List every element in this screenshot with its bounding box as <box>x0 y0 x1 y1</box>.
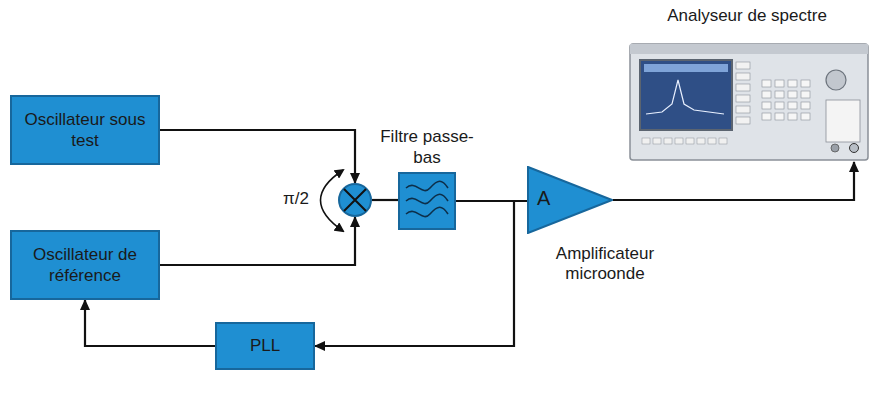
instrument-heading: Analyseur de spectre <box>622 6 872 26</box>
node-outline <box>398 172 456 230</box>
signal-wire <box>613 162 854 200</box>
signal-wire <box>372 199 398 201</box>
node-outline <box>338 183 372 217</box>
box-label: Oscillateur sous test <box>20 109 150 152</box>
oscillator-box: Oscillateur de référence <box>10 230 160 300</box>
node-outline <box>622 4 872 162</box>
spectrum-analyzer: Analyseur de spectre <box>622 4 872 162</box>
amplifier-triangle: AAmplificateur microonde <box>527 166 613 234</box>
mixer-symbol <box>338 183 372 217</box>
filter-heading: Filtre passe-bas <box>377 127 477 168</box>
amplifier-caption: Amplificateur microonde <box>535 244 675 285</box>
phase-label: π/2 <box>283 189 309 209</box>
oscillator-box: Oscillateur sous test <box>10 95 160 165</box>
signal-wire <box>160 217 355 265</box>
signal-wire <box>85 300 215 346</box>
box-label: Oscillateur de référence <box>20 244 150 287</box>
signal-wire <box>160 130 355 183</box>
box-label: PLL <box>250 335 280 356</box>
lowpass-filter: Filtre passe-bas <box>398 172 456 230</box>
gain-symbol: A <box>537 186 550 210</box>
pll-box: PLL <box>215 322 315 370</box>
